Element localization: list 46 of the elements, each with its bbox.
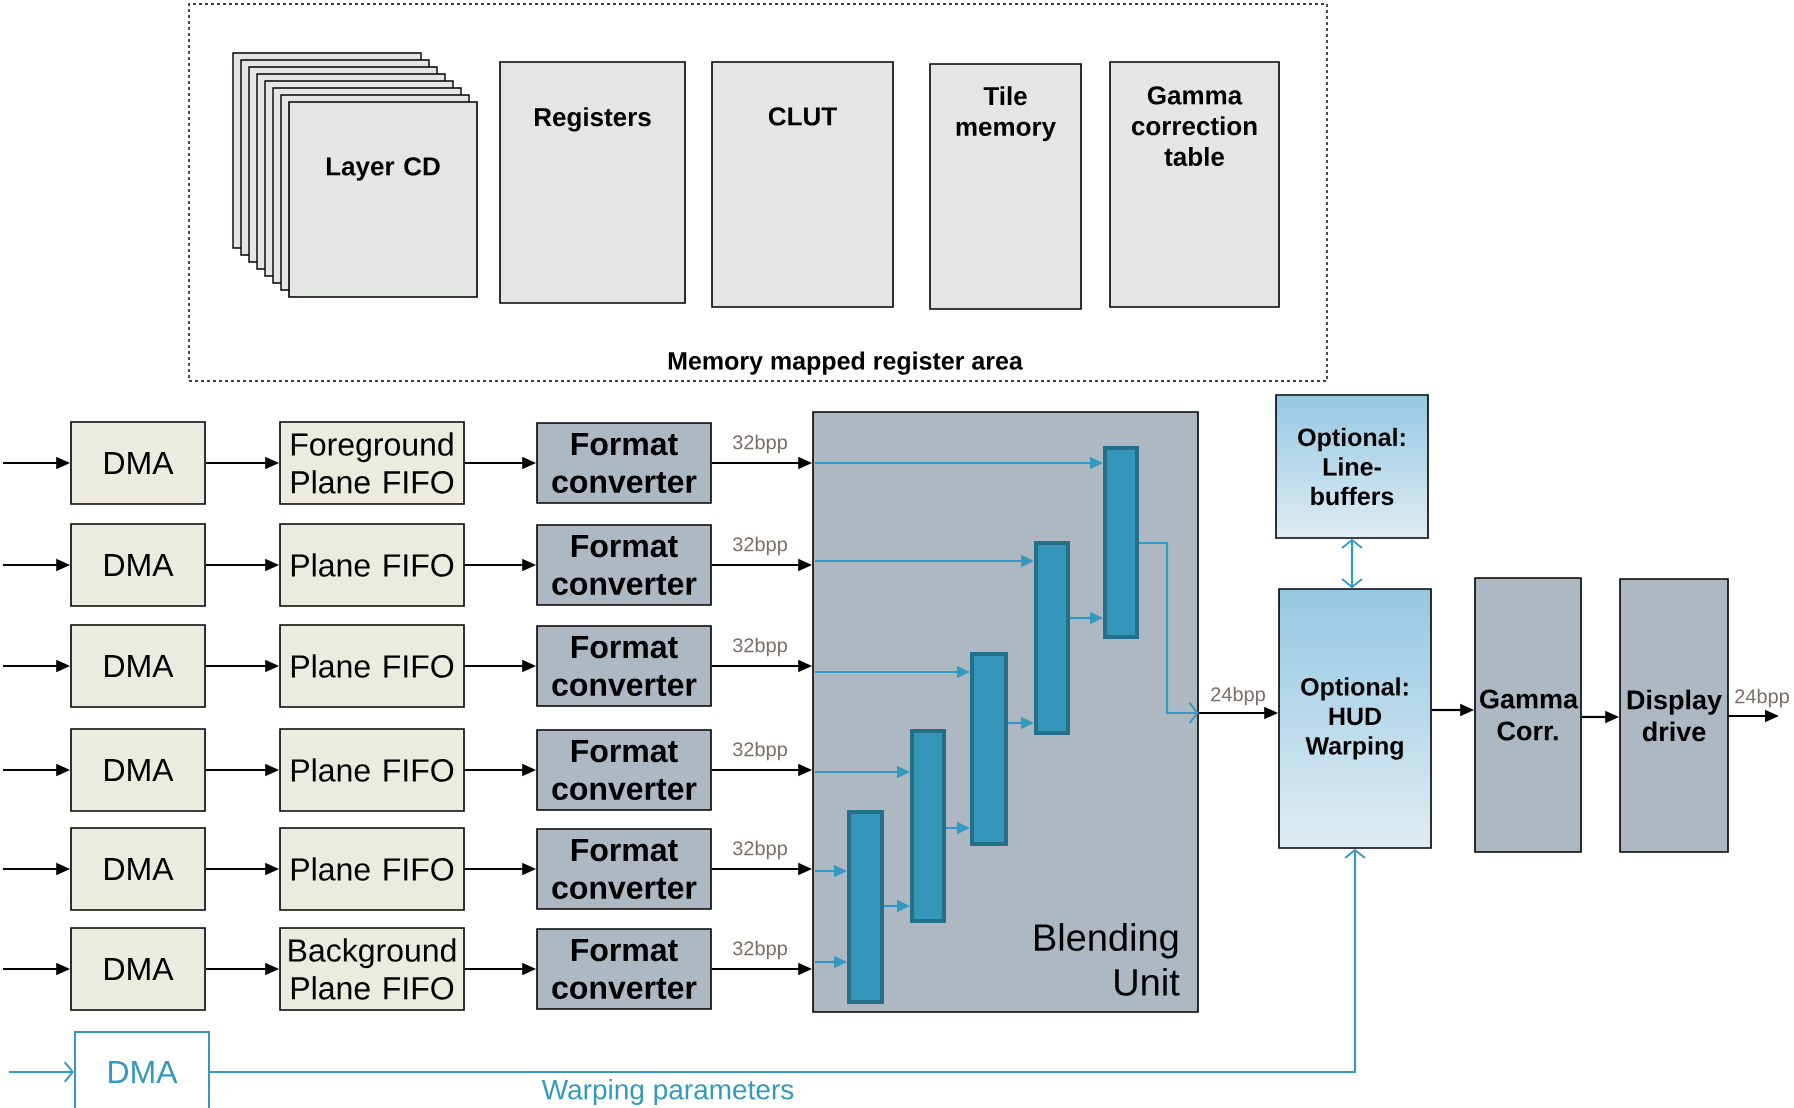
converter-box: Format converter [536, 729, 712, 811]
fifo-box: Background Plane FIFO [279, 927, 465, 1011]
edge-label: 32bpp [732, 434, 787, 454]
fifo-box: Plane FIFO [279, 624, 465, 708]
edge-label: 32bpp [732, 741, 787, 761]
dma-box: DMA [70, 421, 206, 505]
edge-label: 24bpp [1735, 688, 1789, 708]
memory-box: Tile memory [929, 63, 1082, 310]
memory-box: Gamma correction table [1109, 61, 1280, 308]
memory-box: CLUT [711, 61, 894, 308]
dma-box: DMA [70, 927, 206, 1011]
edge-label: 32bpp [732, 840, 787, 860]
memory-box: Registers [499, 61, 686, 304]
converter-box: Format converter [536, 422, 712, 504]
edge-label: 32bpp [732, 637, 787, 657]
blender-bar [1103, 446, 1139, 639]
arrow [210, 848, 1366, 1074]
fifo-box: Foreground Plane FIFO [279, 421, 465, 505]
layer-box: Layer CD [288, 101, 478, 298]
fifo-box: Plane FIFO [279, 523, 465, 607]
arrow [9, 1061, 74, 1083]
converter-box: Format converter [536, 928, 712, 1010]
blender-bar [970, 652, 1008, 846]
edge-label: 32bpp [732, 940, 787, 960]
blender-bar [1034, 541, 1070, 735]
edge-label: 24bpp [1211, 686, 1265, 706]
processing-box: Display drive [1619, 578, 1729, 853]
converter-box: Format converter [536, 828, 712, 910]
dma-box: DMA [70, 827, 206, 911]
arrow [1341, 538, 1363, 589]
optional-box: Optional: Line-buffers [1275, 394, 1429, 539]
dma-box: DMA [70, 728, 206, 812]
processing-box: Gamma Corr. [1474, 577, 1582, 853]
optional-box: Optional: HUD Warping [1278, 588, 1432, 849]
converter-box: Format converter [536, 625, 712, 707]
blender-bar [910, 729, 946, 923]
edge-label: Warping parameters [541, 1078, 794, 1106]
dma-box: DMA [70, 523, 206, 607]
fifo-box: Plane FIFO [279, 728, 465, 812]
fifo-box: Plane FIFO [279, 827, 465, 911]
dma-box: DMA [74, 1031, 210, 1108]
dma-box: DMA [70, 624, 206, 708]
converter-box: Format converter [536, 524, 712, 606]
edge-label: 32bpp [732, 536, 787, 556]
arrow [1139, 541, 1199, 724]
blender-bar [847, 810, 884, 1004]
